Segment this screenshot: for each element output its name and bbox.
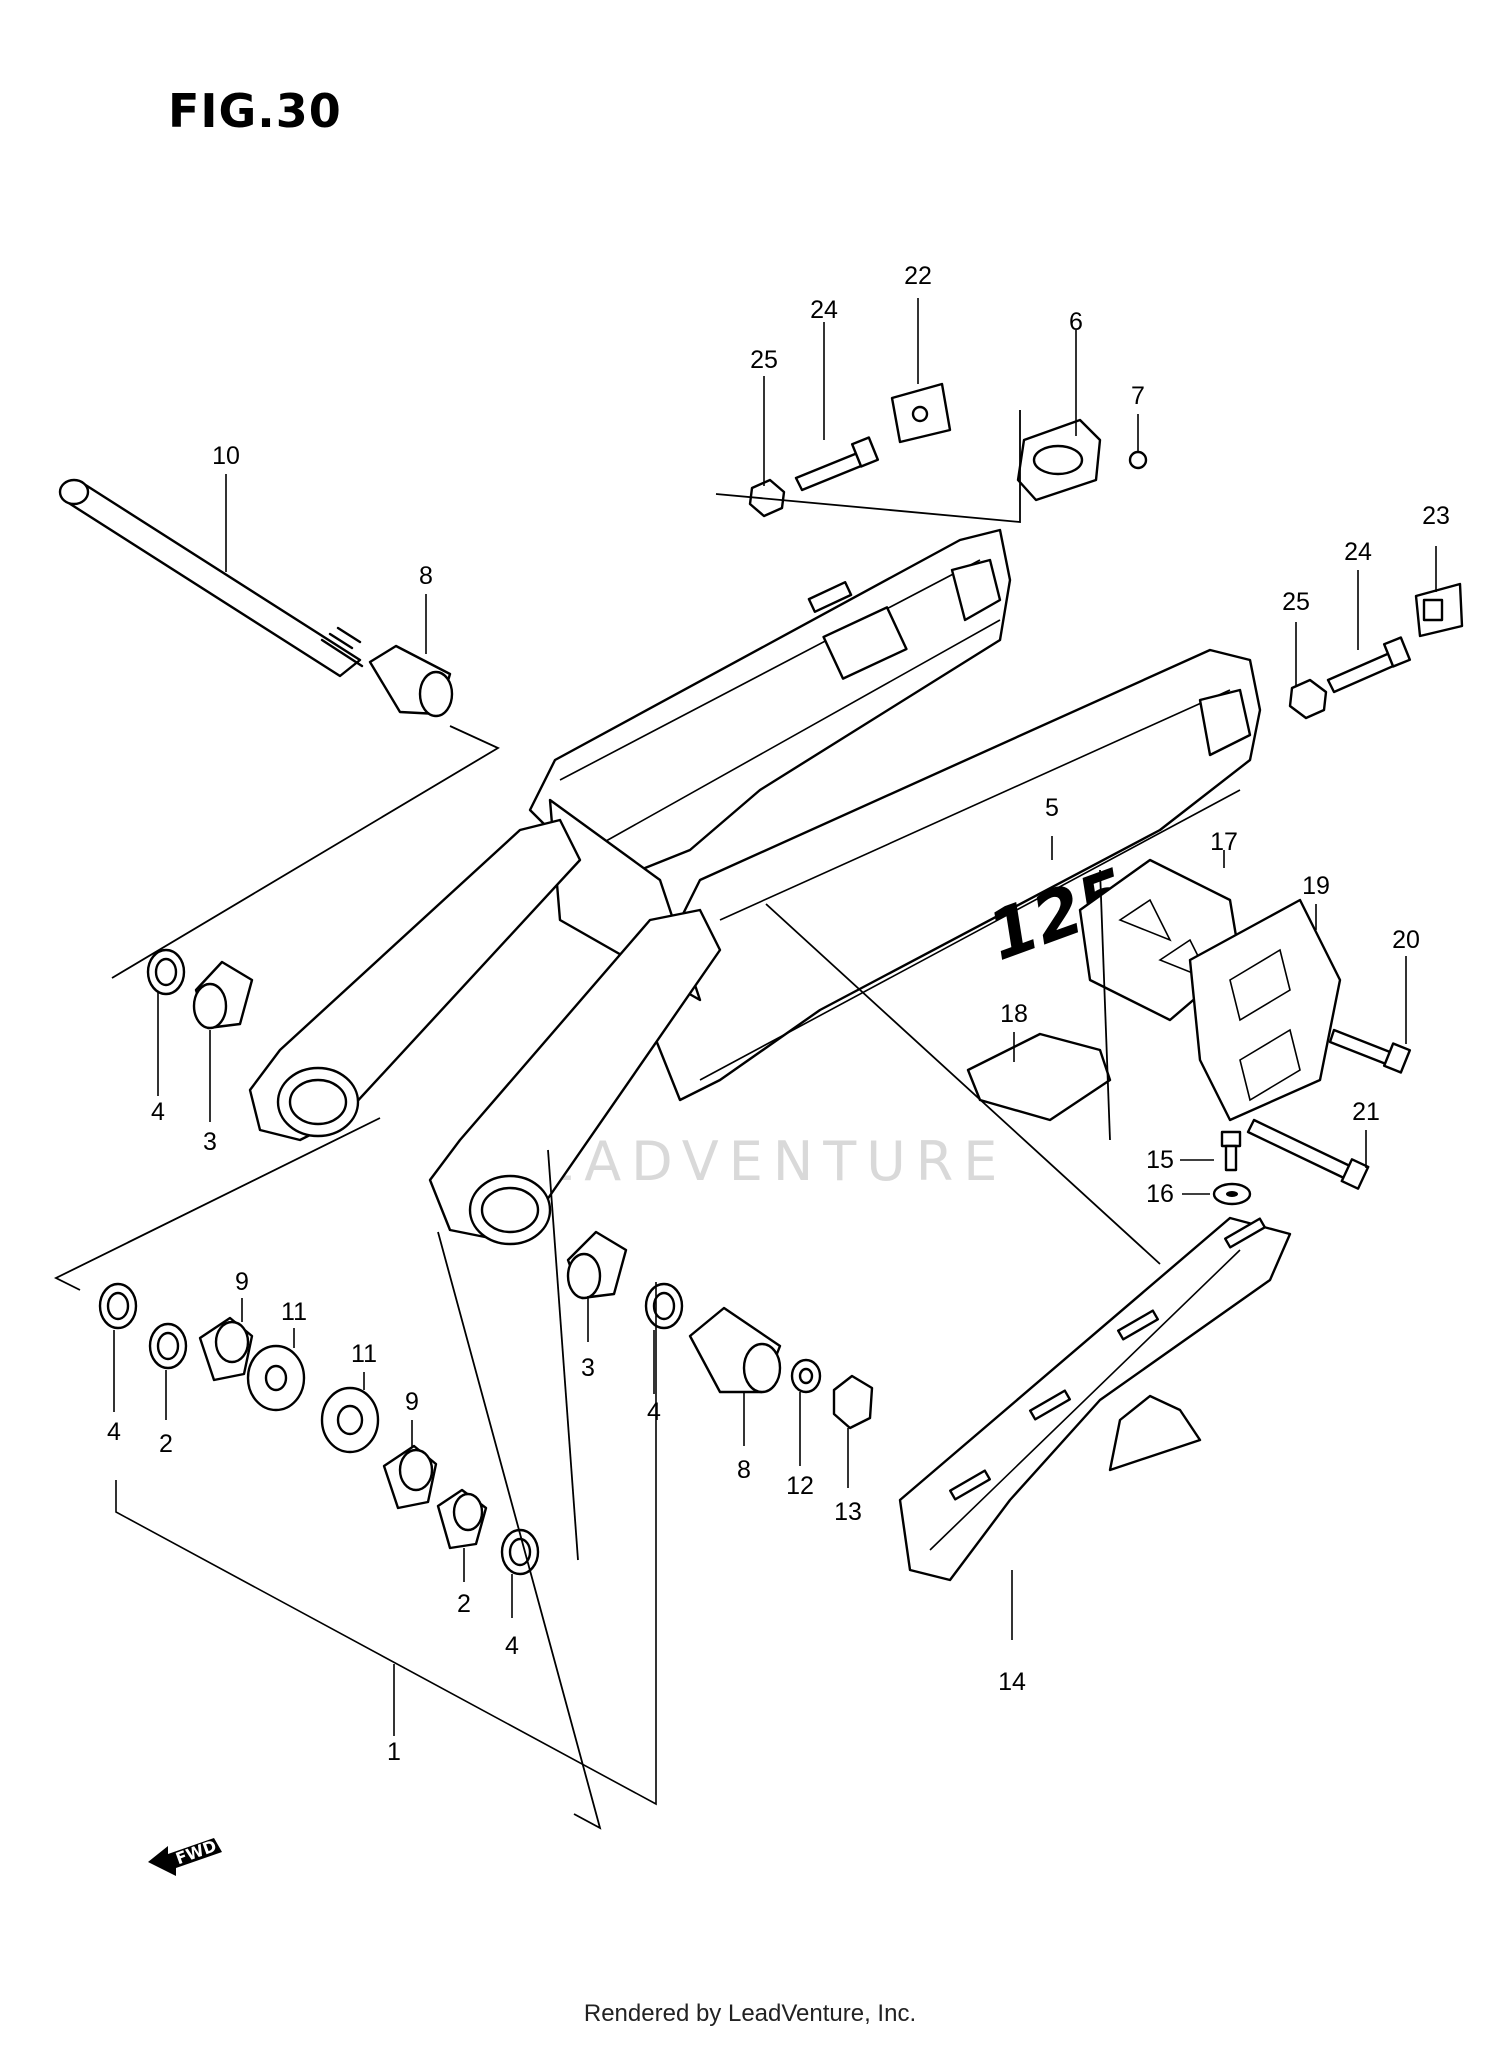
callout-24: 24 <box>1344 538 1372 566</box>
callout-14: 14 <box>998 1668 1026 1696</box>
chain-guide-14 <box>898 1216 1292 1582</box>
seal-4-mid <box>644 1282 684 1330</box>
washer-11-left <box>246 1344 306 1412</box>
callout-labels: 22 24 25 6 7 10 8 23 24 25 5 17 19 20 4 … <box>107 262 1450 1766</box>
seal-4-upper-left <box>146 948 186 996</box>
collar-2-left <box>148 1322 188 1370</box>
callout-8: 8 <box>419 562 433 590</box>
bracket-19 <box>1188 898 1342 1122</box>
callout-4: 4 <box>505 1632 519 1660</box>
callout-8: 8 <box>737 1456 751 1484</box>
callout-13: 13 <box>834 1498 862 1526</box>
fwd-text: FWD <box>173 1836 219 1868</box>
callout-24: 24 <box>810 296 838 324</box>
swingarm-body: 125 <box>248 528 1262 1246</box>
bolt-24-upper <box>794 436 880 492</box>
plate-22 <box>890 382 952 444</box>
callout-4: 4 <box>107 1418 121 1446</box>
callout-9: 9 <box>405 1388 419 1416</box>
callout-23: 23 <box>1422 502 1450 530</box>
collar-2-right <box>436 1488 488 1550</box>
callout-21: 21 <box>1352 1098 1380 1126</box>
callout-19: 19 <box>1302 872 1330 900</box>
callout-3: 3 <box>581 1354 595 1382</box>
callout-1: 1 <box>387 1738 401 1766</box>
callout-18: 18 <box>1000 1000 1028 1028</box>
spacer-8-upper <box>368 644 454 718</box>
callout-9: 9 <box>235 1268 249 1296</box>
plate-23 <box>1414 582 1464 638</box>
washer-16 <box>1212 1182 1252 1206</box>
callout-17: 17 <box>1210 828 1238 856</box>
bearing-3-right <box>566 1230 628 1300</box>
leader-lines <box>113 298 1437 1640</box>
callout-4: 4 <box>647 1398 661 1426</box>
nut-13 <box>832 1374 874 1430</box>
seal-4-left <box>98 1282 138 1330</box>
bushing-9-left <box>198 1316 254 1382</box>
forward-direction-badge: FWD <box>148 1836 222 1876</box>
callout-3: 3 <box>203 1128 217 1156</box>
callout-6: 6 <box>1069 308 1083 336</box>
callout-11: 11 <box>281 1298 307 1326</box>
figure-title: FIG.30 <box>168 84 342 138</box>
callout-22: 22 <box>904 262 932 290</box>
chain-guide-block-6 <box>1016 418 1102 502</box>
callout-25: 25 <box>1282 588 1310 616</box>
callout-2: 2 <box>457 1590 471 1618</box>
callout-10: 10 <box>212 442 240 470</box>
seal-4-right <box>500 1528 540 1576</box>
bolt-21 <box>1246 1118 1370 1190</box>
washer-11-right <box>320 1386 380 1454</box>
footer-credit: Rendered by LeadVenture, Inc. <box>583 2000 917 2027</box>
callout-11: 11 <box>351 1340 377 1368</box>
washer-12 <box>790 1358 822 1394</box>
callout-15: 15 <box>1146 1146 1174 1174</box>
callout-5: 5 <box>1045 794 1059 822</box>
callout-12: 12 <box>786 1472 814 1500</box>
callout-20: 20 <box>1392 926 1420 954</box>
callout-4: 4 <box>151 1098 165 1126</box>
pivot-shaft <box>58 478 364 678</box>
nut-25-lower <box>1288 678 1328 720</box>
screw-7 <box>1128 450 1148 470</box>
spacer-8-lower <box>688 1306 782 1394</box>
bushing-9-right <box>382 1444 438 1510</box>
bolt-15 <box>1220 1130 1242 1172</box>
assembly-lines <box>53 410 1161 1830</box>
callout-25: 25 <box>750 346 778 374</box>
callout-7: 7 <box>1131 382 1145 410</box>
bearing-3-left <box>192 960 254 1030</box>
callout-2: 2 <box>159 1430 173 1458</box>
callout-16: 16 <box>1146 1180 1174 1208</box>
bolt-20 <box>1328 1028 1412 1074</box>
bolt-24-lower <box>1326 636 1412 694</box>
